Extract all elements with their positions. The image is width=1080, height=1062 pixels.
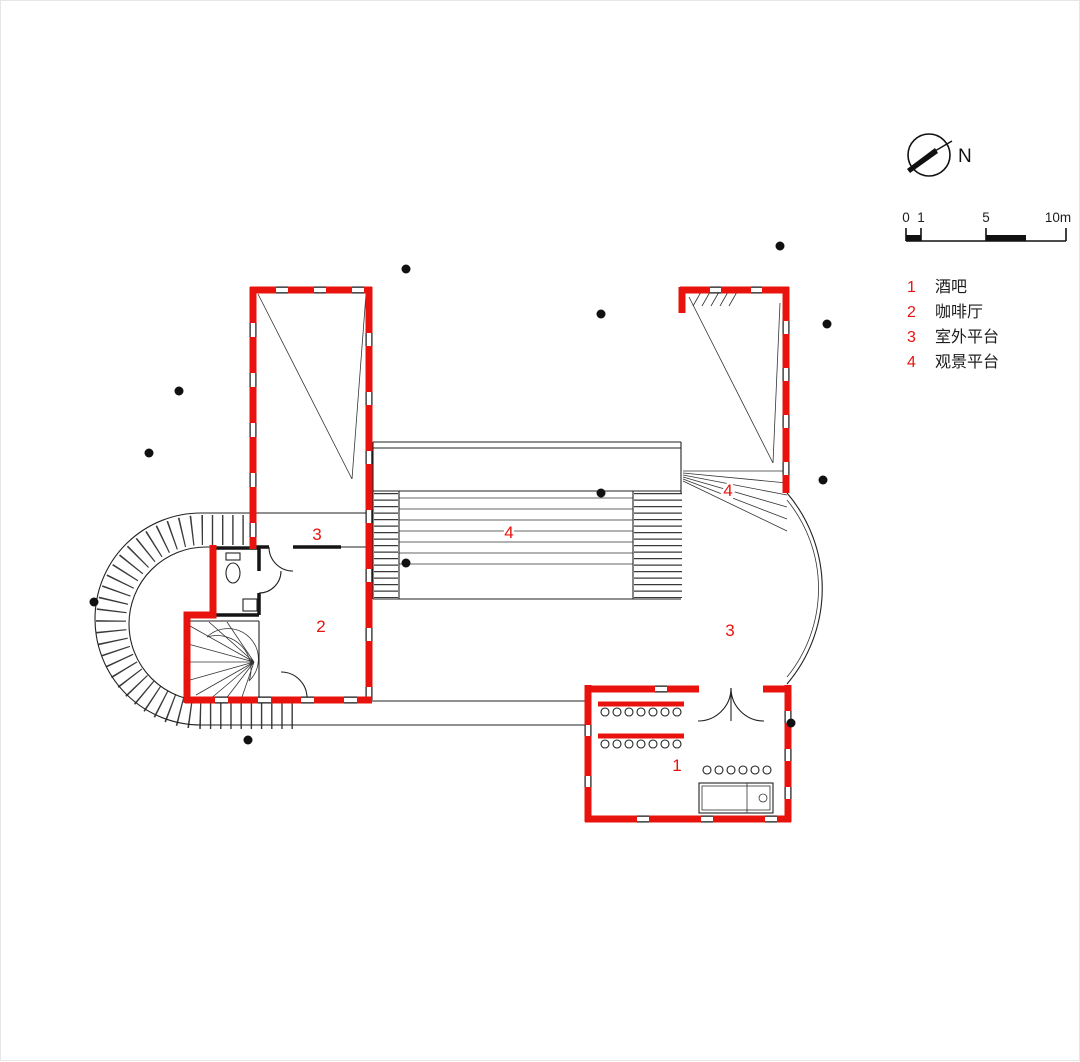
column-dots — [89, 241, 832, 745]
scale-label-10: 10m — [1045, 210, 1071, 225]
scale-label-1: 1 — [917, 210, 925, 225]
platform-arc-inner — [786, 499, 819, 678]
room-label-terrace-left: 3 — [312, 525, 321, 544]
north-arrow: N — [907, 133, 972, 177]
wall-red-layer — [185, 287, 791, 822]
ramp-inner-edge — [128, 546, 586, 702]
scale-ticks — [905, 228, 1067, 241]
wall-underlay — [185, 287, 791, 822]
bar-counter-walls — [598, 701, 684, 739]
deck-terrace-lines — [399, 497, 633, 565]
roof-line-right — [688, 296, 781, 464]
scale-bar: 0 1 5 10m — [902, 210, 1071, 242]
ramp-hatch-top — [692, 291, 738, 307]
roof-line-left — [257, 293, 367, 480]
legend-num-2: 2 — [907, 304, 916, 321]
sink-fixture — [242, 598, 258, 612]
stool-row-1 — [600, 707, 682, 717]
door-swing-room2 — [280, 671, 308, 699]
room-label-deck-center: 4 — [504, 523, 513, 542]
legend-label-4: 观景平台 — [935, 353, 999, 371]
door-swing-room3 — [268, 546, 294, 572]
legend-label-2: 咖啡厅 — [935, 303, 983, 321]
room-number-labels: 3 2 4 4 3 1 — [310, 479, 737, 778]
scale-fill-0-1 — [906, 235, 921, 241]
legend-num-1: 1 — [907, 279, 916, 296]
legend-item-2: 2 咖啡厅 — [907, 303, 983, 321]
stair-enclosure — [187, 620, 260, 699]
exterior-walls — [185, 287, 791, 822]
legend: 1 酒吧 2 咖啡厅 3 室外平台 4 观景平台 — [907, 278, 999, 371]
bar-counter-inner — [701, 785, 771, 811]
north-needle-icon — [907, 148, 938, 173]
legend-item-4: 4 观景平台 — [907, 353, 999, 371]
compass-circle — [907, 133, 951, 177]
scale-label-0: 0 — [902, 210, 910, 225]
walkway-north-edge — [373, 441, 681, 449]
stair-eye — [206, 628, 259, 682]
stool-row-2 — [600, 739, 682, 749]
legend-num-3: 3 — [907, 329, 916, 346]
toilet-walls — [213, 546, 261, 617]
stool-row-3 — [702, 765, 772, 775]
north-label: N — [958, 146, 972, 167]
ramp-fan — [682, 470, 788, 532]
deck-frame — [373, 490, 681, 600]
bar-stools — [600, 707, 772, 775]
legend-label-1: 酒吧 — [935, 278, 967, 296]
needle-tail — [934, 140, 953, 152]
room-label-deck-ramp: 4 — [723, 481, 732, 500]
plan-linework — [94, 291, 823, 814]
double-door-swings — [697, 687, 765, 722]
legend-item-1: 1 酒吧 — [907, 278, 967, 296]
toilet-tank — [225, 552, 241, 561]
platform-arc-outer — [786, 492, 823, 685]
toilet-fixture — [225, 562, 241, 584]
legend-num-4: 4 — [907, 354, 916, 371]
legend-item-3: 3 室外平台 — [907, 328, 999, 346]
room-label-bar: 1 — [672, 756, 681, 775]
bar-counter — [698, 782, 774, 814]
scale-label-5: 5 — [982, 210, 990, 225]
spiral-stair-treads — [187, 621, 259, 701]
ramp-treads — [96, 515, 301, 729]
room-label-terrace-right: 3 — [725, 621, 734, 640]
bar-sink — [758, 793, 768, 803]
scale-fill-5-10 — [986, 235, 1026, 241]
legend-label-3: 室外平台 — [935, 328, 999, 346]
room-label-cafe: 2 — [316, 617, 325, 636]
ramp-outer-edge — [94, 512, 586, 726]
door-swing-toilet — [258, 570, 282, 594]
walkway-sides — [372, 442, 682, 599]
